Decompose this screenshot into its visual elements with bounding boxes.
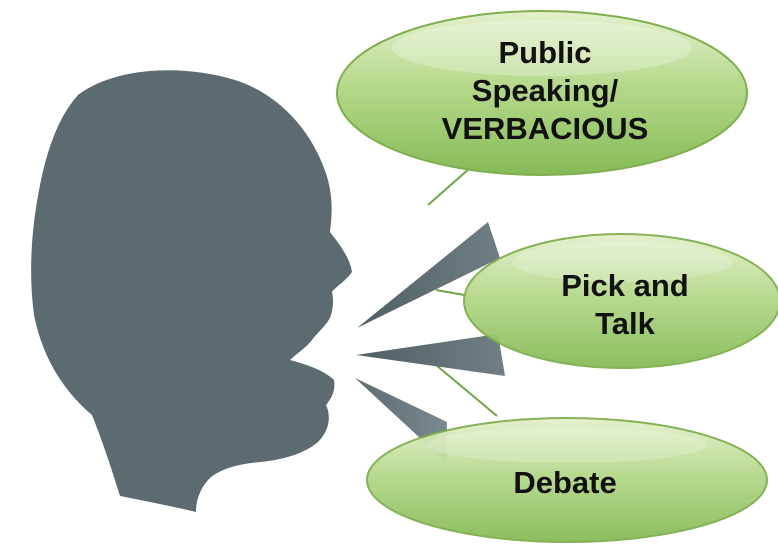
label-public-speaking-line3: VERBACIOUS	[441, 110, 649, 146]
bubble-public-speaking	[336, 10, 748, 176]
speech-ray-upper	[357, 222, 500, 328]
label-public-speaking: Public Speaking/ VERBACIOUS	[420, 16, 670, 166]
connector-debate	[435, 364, 498, 417]
label-debate-line1: Debate	[513, 465, 617, 501]
speaking-head-silhouette-icon	[31, 70, 352, 513]
label-pick-and-talk: Pick and Talk	[520, 255, 730, 355]
bubble-highlight	[512, 242, 732, 282]
label-debate: Debate	[470, 455, 660, 511]
bubble-highlight	[392, 20, 692, 76]
bubble-debate	[366, 417, 768, 543]
bubble-highlight	[427, 427, 707, 463]
label-pick-and-talk-line1: Pick and	[561, 268, 689, 304]
speech-ray-middle	[356, 334, 505, 376]
bubble-pick-and-talk	[463, 233, 778, 369]
connector-public-speaking	[427, 167, 471, 206]
label-public-speaking-line2: Speaking/	[471, 73, 619, 109]
label-public-speaking-line1: Public	[498, 35, 592, 71]
label-pick-and-talk-line2: Talk	[595, 306, 655, 341]
